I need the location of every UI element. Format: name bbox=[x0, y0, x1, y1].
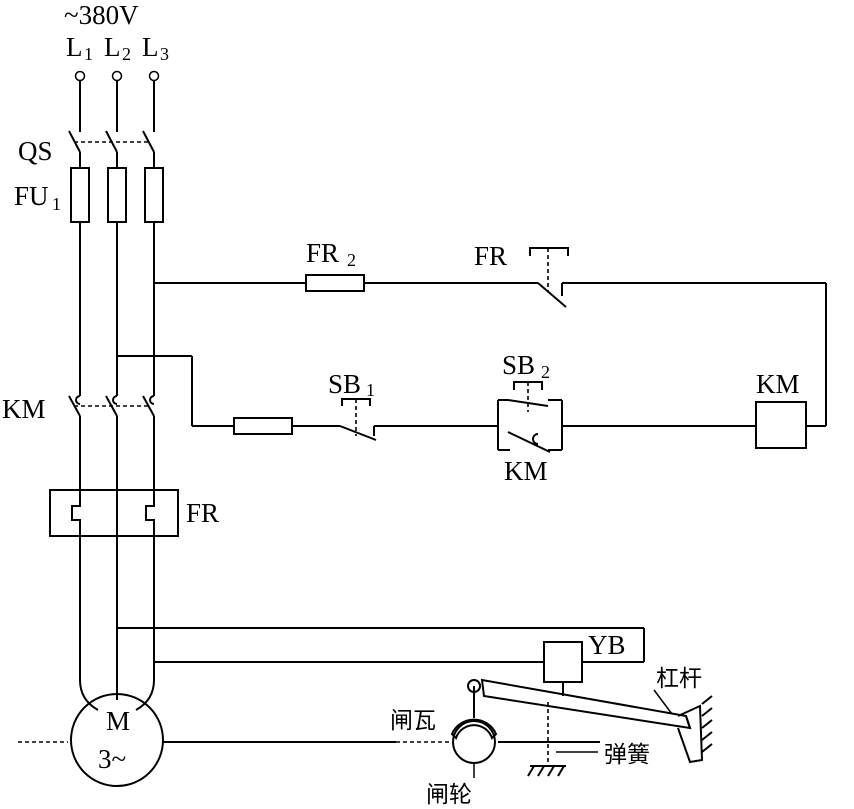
sb1-stop-button bbox=[339, 398, 377, 441]
qs-switch bbox=[68, 130, 155, 153]
svg-text:1: 1 bbox=[366, 380, 375, 400]
km-hold-label: KM bbox=[504, 456, 548, 486]
fu1-fuses bbox=[70, 167, 164, 223]
svg-text:SB: SB bbox=[502, 350, 535, 380]
svg-text:2: 2 bbox=[347, 250, 356, 270]
motor-m-label: M bbox=[106, 706, 130, 736]
sb1-label: SB 1 bbox=[328, 369, 375, 400]
km-main-contacts bbox=[68, 395, 155, 417]
fr-main-label: FR bbox=[186, 498, 219, 528]
km-coil bbox=[755, 401, 807, 449]
svg-text:L: L bbox=[104, 32, 121, 62]
motor-leads bbox=[79, 679, 155, 711]
km-main-label: KM bbox=[2, 394, 46, 424]
fr-contact-label: FR bbox=[474, 241, 507, 271]
svg-text:1: 1 bbox=[52, 194, 61, 214]
motor-phase-label: 3~ bbox=[98, 744, 126, 774]
terminal-l3 bbox=[148, 70, 160, 82]
phase-label-l1: L 1 bbox=[66, 32, 93, 64]
sb2-start-button bbox=[497, 381, 563, 426]
svg-text:1: 1 bbox=[84, 44, 93, 64]
svg-text:2: 2 bbox=[541, 362, 550, 382]
lever-mount bbox=[677, 695, 713, 764]
control-wiring bbox=[117, 282, 827, 427]
lever-label: 杠杆 bbox=[656, 666, 702, 692]
brake-shoe-label: 闸瓦 bbox=[390, 708, 436, 734]
brake-shoe bbox=[450, 718, 498, 740]
spring-label: 弹簧 bbox=[604, 742, 650, 768]
fu1-label: FU 1 bbox=[14, 181, 61, 214]
yb-wiring bbox=[117, 627, 645, 663]
terminal-l2 bbox=[111, 70, 123, 82]
terminal-l1 bbox=[74, 70, 86, 82]
lever-pivot bbox=[467, 679, 481, 693]
fr2-label: FR 2 bbox=[306, 238, 356, 270]
yb-electromagnet bbox=[543, 641, 583, 683]
fr-heater-elements bbox=[71, 490, 155, 536]
svg-text:L: L bbox=[142, 32, 159, 62]
qs-label: QS bbox=[18, 136, 53, 166]
control-fuse bbox=[233, 417, 293, 435]
km-coil-label: KM bbox=[756, 369, 800, 399]
motor bbox=[70, 693, 164, 787]
brake-wheel-label: 闸轮 bbox=[426, 782, 472, 808]
svg-text:L: L bbox=[66, 32, 83, 62]
supply-voltage-label: ~380V bbox=[64, 0, 139, 30]
svg-text:SB: SB bbox=[328, 369, 361, 399]
fr-nc-contact bbox=[529, 247, 569, 308]
fr-thermal-relay bbox=[49, 489, 179, 537]
sb2-label: SB 2 bbox=[502, 350, 550, 382]
yb-label: YB bbox=[588, 630, 626, 660]
fr2-fuse bbox=[305, 274, 365, 292]
phase-label-l2: L 2 bbox=[104, 32, 131, 64]
km-hold-contact bbox=[497, 426, 563, 453]
phase-label-l3: L 3 bbox=[142, 32, 169, 64]
svg-text:3: 3 bbox=[160, 44, 169, 64]
svg-text:2: 2 bbox=[122, 44, 131, 64]
brake-wheel bbox=[452, 720, 496, 764]
svg-text:FR: FR bbox=[306, 238, 339, 268]
ground-symbol bbox=[527, 765, 566, 777]
svg-text:FU: FU bbox=[14, 181, 49, 211]
